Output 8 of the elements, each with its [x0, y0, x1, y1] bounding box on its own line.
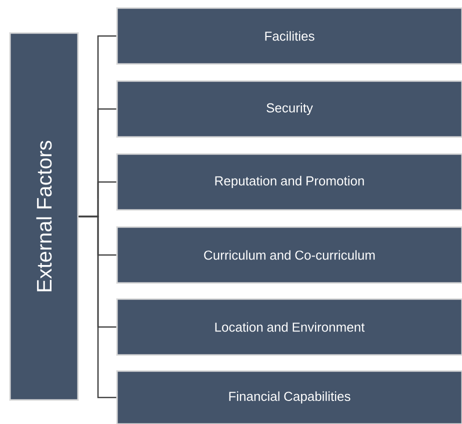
factor-box: Curriculum and Co-curriculum	[116, 226, 462, 284]
category-box: External Factors	[9, 32, 79, 401]
factor-box: Reputation and Promotion	[116, 153, 462, 211]
factor-box: Location and Environment	[116, 298, 462, 356]
factor-box: Security	[116, 80, 462, 138]
factor-box: Facilities	[116, 7, 462, 65]
connector	[78, 216, 116, 398]
factor-box: Financial Capabilities	[116, 370, 462, 424]
